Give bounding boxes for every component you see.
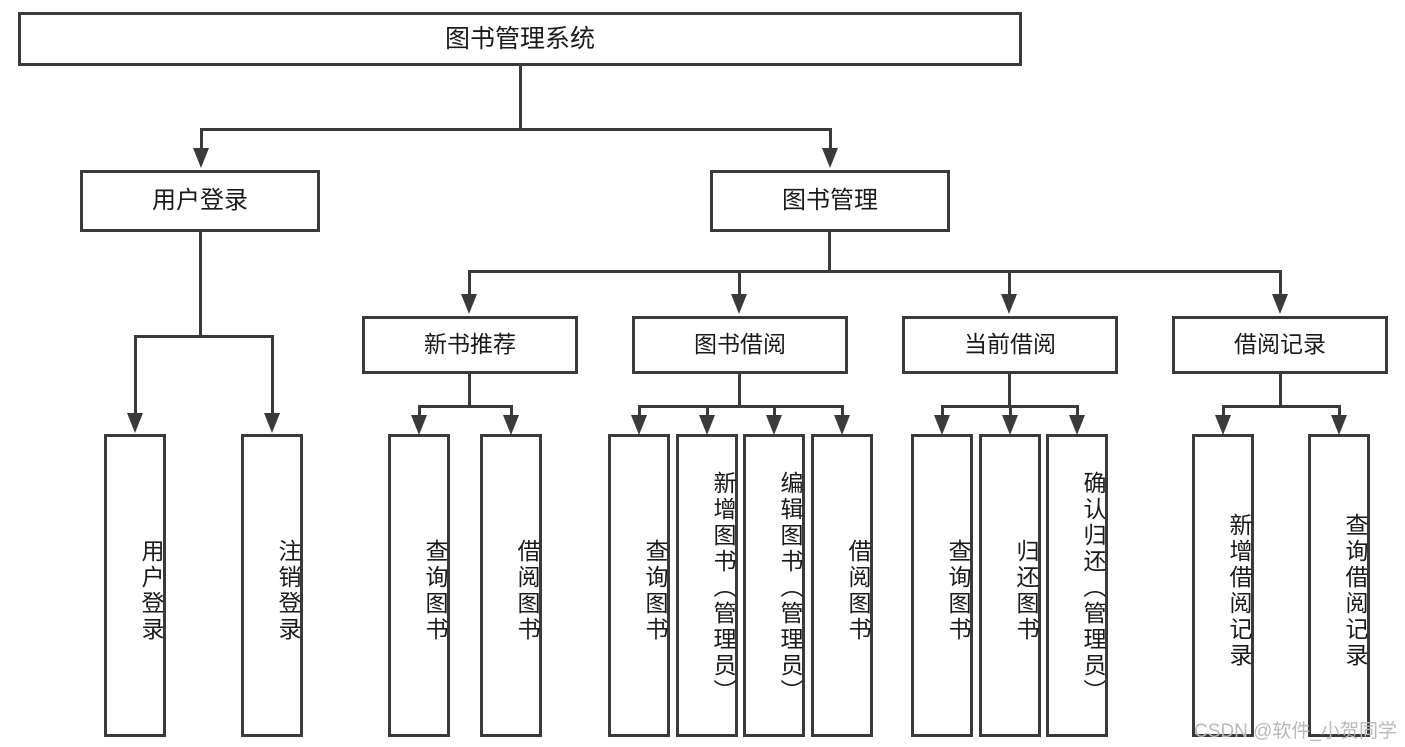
node-label: 查询图书 xyxy=(945,538,971,643)
node-label: 图书管理系统 xyxy=(444,25,595,53)
node-label: 图书借阅 xyxy=(694,331,786,358)
leaf-user-login-login[interactable]: 用户登录 xyxy=(104,434,166,737)
connector-root-to-user-login xyxy=(200,128,203,150)
connector-user-login-bus xyxy=(134,335,274,338)
csdn-watermark: CSDN @软件_小贺同学 xyxy=(1194,721,1397,742)
leaf-book-borrow-add-book-admin[interactable]: 新增图书（管理员） xyxy=(676,434,738,737)
arrowhead-root-to-book-management xyxy=(822,148,838,168)
node-label: 编辑图书（管理员） xyxy=(777,470,803,705)
connector-br-to-leaf-2 xyxy=(1338,405,1341,417)
node-label: 用户登录 xyxy=(152,186,248,214)
connector-cb-to-leaf-2 xyxy=(1009,405,1012,417)
node-root-library-management-system[interactable]: 图书管理系统 xyxy=(18,12,1022,66)
node-label: 查询图书 xyxy=(642,538,668,643)
leaf-borrow-record-add-record[interactable]: 新增借阅记录 xyxy=(1192,434,1254,737)
leaf-current-borrow-query-books[interactable]: 查询图书 xyxy=(911,434,973,737)
connector-root-stem xyxy=(519,66,522,128)
leaf-user-login-logout[interactable]: 注销登录 xyxy=(241,434,303,737)
arrowhead-nb-leaf-2 xyxy=(503,415,519,435)
connector-new-book-bus xyxy=(418,405,512,408)
leaf-book-borrow-edit-book-admin[interactable]: 编辑图书（管理员） xyxy=(743,434,805,737)
connector-cb-to-leaf-3 xyxy=(1076,405,1079,417)
node-label: 确认归还（管理员） xyxy=(1080,470,1106,705)
node-label: 查询借阅记录 xyxy=(1342,512,1368,669)
arrowhead-cb-leaf-2 xyxy=(1002,415,1018,435)
connector-user-login-stem xyxy=(199,232,202,335)
arrowhead-br-leaf-1 xyxy=(1215,415,1231,435)
arrowhead-cb-leaf-3 xyxy=(1069,415,1085,435)
arrowhead-br-leaf-2 xyxy=(1331,415,1347,435)
connector-nb-to-leaf-2 xyxy=(510,405,513,417)
node-label: 归还图书 xyxy=(1013,538,1039,643)
node-label: 图书管理 xyxy=(782,186,878,214)
node-new-book-recommend[interactable]: 新书推荐 xyxy=(362,316,578,374)
arrowhead-bm-borrow-record xyxy=(1272,294,1288,314)
arrowhead-root-to-user-login xyxy=(193,148,209,168)
node-label: 借阅图书 xyxy=(514,538,540,643)
leaf-book-borrow-query-books[interactable]: 查询图书 xyxy=(608,434,670,737)
arrowhead-nb-leaf-1 xyxy=(411,415,427,435)
connector-user-login-to-leaf-2 xyxy=(271,335,274,415)
node-label: 新书推荐 xyxy=(424,331,516,358)
arrowhead-bm-new-book xyxy=(461,294,477,314)
connector-book-borrow-stem xyxy=(738,374,741,405)
node-label: 注销登录 xyxy=(275,538,301,643)
connector-root-to-book-management xyxy=(829,128,832,150)
connector-bb-to-leaf-1 xyxy=(638,405,641,417)
leaf-borrow-record-query-record[interactable]: 查询借阅记录 xyxy=(1308,434,1370,737)
connector-root-bus xyxy=(200,128,832,131)
node-current-borrow[interactable]: 当前借阅 xyxy=(902,316,1118,374)
arrowhead-bm-book-borrow xyxy=(731,294,747,314)
connector-borrow-record-bus xyxy=(1222,405,1338,408)
connector-current-borrow-stem xyxy=(1008,374,1011,405)
leaf-current-borrow-confirm-return-admin[interactable]: 确认归还（管理员） xyxy=(1046,434,1108,737)
connector-user-login-to-leaf-1 xyxy=(134,335,137,415)
arrowhead-bm-current-borrow xyxy=(1001,294,1017,314)
connector-new-book-stem xyxy=(468,374,471,405)
arrowhead-bb-leaf-1 xyxy=(631,415,647,435)
connector-cb-to-leaf-1 xyxy=(941,405,944,417)
node-label: 借阅记录 xyxy=(1234,331,1326,358)
leaf-new-book-query-books[interactable]: 查询图书 xyxy=(388,434,450,737)
connector-bb-to-leaf-3 xyxy=(773,405,776,417)
arrowhead-bb-leaf-4 xyxy=(834,415,850,435)
connector-book-management-stem xyxy=(828,232,831,270)
node-borrow-record[interactable]: 借阅记录 xyxy=(1172,316,1388,374)
arrowhead-cb-leaf-1 xyxy=(934,415,950,435)
node-book-management[interactable]: 图书管理 xyxy=(710,170,950,232)
connector-bm-to-new-book xyxy=(468,270,471,296)
arrowhead-user-login-leaf-2 xyxy=(264,413,280,433)
connector-nb-to-leaf-1 xyxy=(418,405,421,417)
node-label: 借阅图书 xyxy=(845,538,871,643)
connector-br-to-leaf-1 xyxy=(1222,405,1225,417)
connector-bb-to-leaf-4 xyxy=(841,405,844,417)
connector-borrow-record-stem xyxy=(1279,374,1282,405)
connector-bb-to-leaf-2 xyxy=(706,405,709,417)
node-user-login[interactable]: 用户登录 xyxy=(80,170,320,232)
node-label: 用户登录 xyxy=(138,538,164,643)
connector-bm-to-borrow-record xyxy=(1279,270,1282,296)
leaf-current-borrow-return-books[interactable]: 归还图书 xyxy=(979,434,1041,737)
connector-book-management-bus xyxy=(468,270,1282,273)
leaf-book-borrow-borrow-books[interactable]: 借阅图书 xyxy=(811,434,873,737)
node-label: 当前借阅 xyxy=(964,331,1056,358)
node-book-borrow[interactable]: 图书借阅 xyxy=(632,316,848,374)
leaf-new-book-borrow-books[interactable]: 借阅图书 xyxy=(480,434,542,737)
arrowhead-user-login-leaf-1 xyxy=(127,413,143,433)
connector-bm-to-current-borrow xyxy=(1008,270,1011,296)
connector-bm-to-book-borrow xyxy=(738,270,741,296)
node-label: 新增借阅记录 xyxy=(1226,512,1252,669)
arrowhead-bb-leaf-3 xyxy=(766,415,782,435)
connector-book-borrow-bus xyxy=(638,405,843,408)
node-label: 查询图书 xyxy=(422,538,448,643)
node-label: 新增图书（管理员） xyxy=(710,470,736,705)
arrowhead-bb-leaf-2 xyxy=(699,415,715,435)
